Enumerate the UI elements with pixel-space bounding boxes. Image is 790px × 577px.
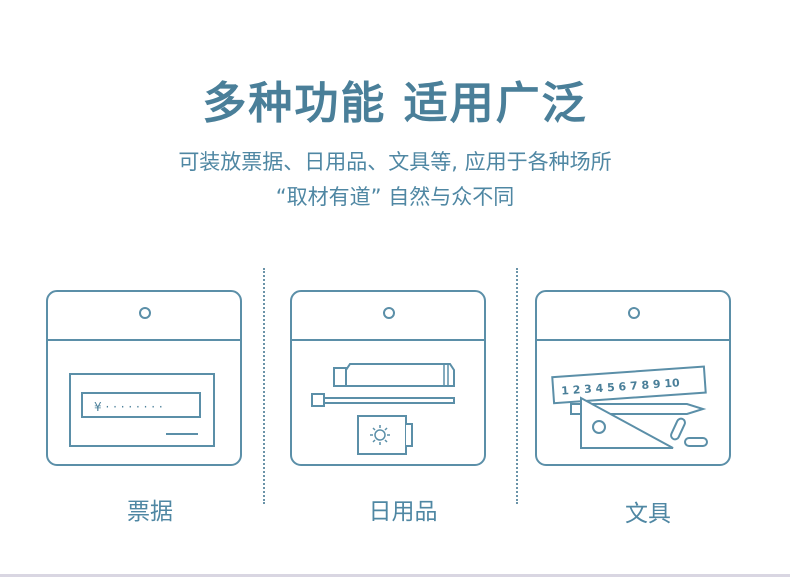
toothpaste-toothbrush-icon: [290, 290, 486, 466]
subtitle-line-1: 可装放票据、日用品、文具等, 应用于各种场所: [178, 150, 612, 174]
divider-left: [263, 268, 265, 504]
receipt-icon: ¥ · · · · · · · ·: [46, 290, 242, 466]
label-daily-goods: 日用品: [368, 499, 438, 525]
stationery-ruler-icon: 1 2 3 4 5 6 7 8 9 10: [535, 290, 731, 466]
pouch-stationery: 1 2 3 4 5 6 7 8 9 10: [535, 290, 731, 466]
receipt-text: ¥ · · · · · · · ·: [94, 400, 163, 414]
headline: 多种功能 适用广泛: [202, 78, 588, 129]
bottom-edge: [0, 574, 790, 577]
subtitle-line-2: “取材有道” 自然与众不同: [275, 185, 515, 209]
pouch-receipt: ¥ · · · · · · · ·: [46, 290, 242, 466]
pouch-daily-goods: [290, 290, 486, 466]
divider-right: [516, 268, 518, 504]
label-stationery: 文具: [625, 501, 671, 527]
label-receipt: 票据: [127, 499, 173, 525]
